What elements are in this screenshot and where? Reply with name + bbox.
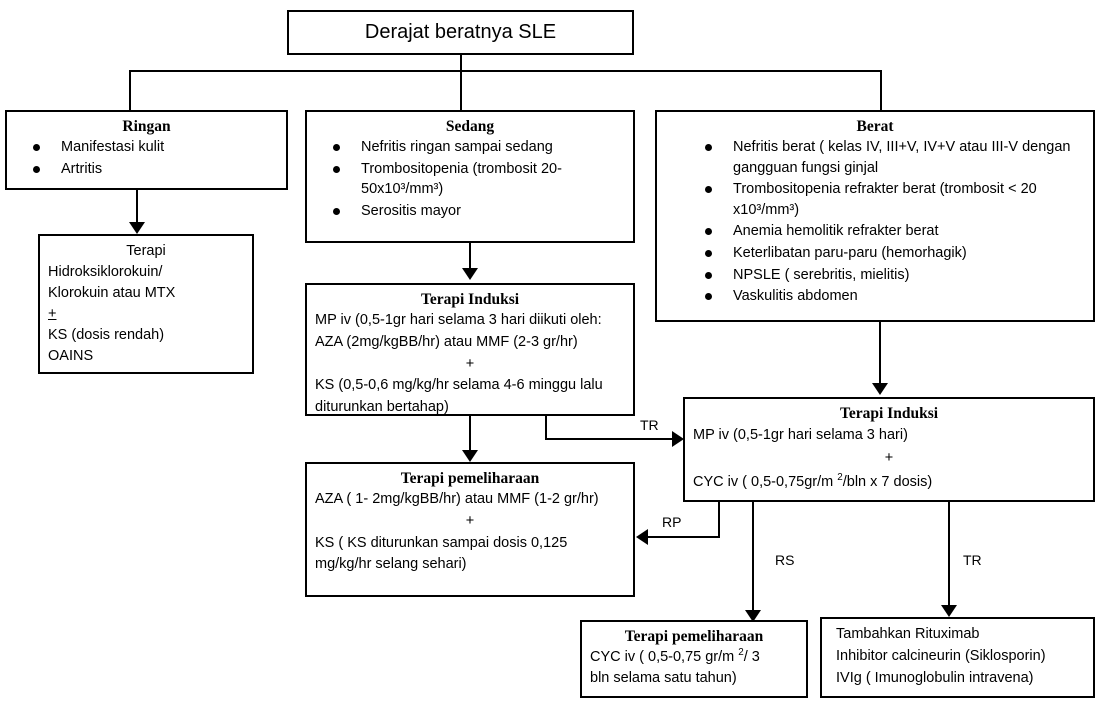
list-item: Trombositopenia refrakter berat (trombos… — [687, 179, 1085, 220]
severe-induction-line-2: CYC iv ( 0,5-0,75gr/m 2/bln x 7 dosis) — [693, 471, 1085, 494]
severe-maintenance-line-1-pre: CYC iv ( 0,5-0,75 gr/m — [590, 649, 739, 666]
severe-maintenance-line-1-sup: 2 — [738, 647, 744, 659]
severe-induction-line-2-sup: 2 — [837, 471, 843, 483]
node-mild-therapy: Terapi Hidroksiklorokuin/ Klorokuin atau… — [38, 234, 254, 374]
node-moderate-induction: Terapi Induksi MP iv (0,5-1gr hari selam… — [305, 283, 635, 416]
refractory-line-3: IVIg ( Imunoglobulin intravena) — [836, 669, 1034, 686]
connector-bus-to-moderate — [460, 70, 462, 110]
moderate-induction-line-1: MP iv (0,5-1gr hari selama 3 hari diikut… — [315, 312, 602, 329]
list-item: Anemia hemolitik refrakter berat — [687, 221, 1085, 242]
connector-rs-vert — [752, 502, 754, 614]
connector-moderate-to-induction — [469, 243, 471, 271]
connector-rp-vert — [718, 502, 720, 538]
moderate-maintenance-title: Terapi pemeliharaan — [400, 470, 540, 487]
arrowhead-mild-to-therapy — [129, 222, 145, 234]
mild-item-list: Manifestasi kulit Artritis — [15, 137, 278, 179]
connector-severe-to-induction — [879, 322, 881, 386]
connector-bus-to-severe — [880, 70, 882, 110]
node-severe-title: Berat — [856, 118, 894, 135]
moderate-item-list: Nefritis ringan sampai sedang Trombosito… — [315, 137, 625, 221]
connector-bus-to-mild — [129, 70, 131, 110]
list-item: Vaskulitis abdomen — [687, 286, 1085, 307]
connector-bus — [129, 70, 882, 72]
moderate-maintenance-plus: + — [465, 512, 475, 529]
moderate-induction-line-3: KS (0,5-0,6 mg/kg/hr selama 4-6 minggu l… — [315, 377, 603, 416]
severe-induction-title: Terapi Induksi — [839, 405, 939, 422]
node-moderate-title: Sedang — [445, 118, 495, 135]
arrowhead-tr-to-severe-induction — [672, 431, 684, 447]
list-item: Nefritis berat ( kelas IV, III+V, IV+V a… — [687, 137, 1085, 178]
node-root: Derajat beratnya SLE — [287, 10, 634, 55]
connector-tr2-vert — [948, 502, 950, 610]
node-refractory-options: Tambahkan Rituximab Inhibitor calcineuri… — [820, 617, 1095, 698]
edge-label-tr-to-refractory: TR — [963, 552, 982, 568]
connector-moderate-induction-to-maintenance — [469, 416, 471, 454]
moderate-induction-line-2: AZA (2mg/kgBB/hr) atau MMF (2-3 gr/hr) — [315, 333, 578, 350]
list-item: Keterlibatan paru-paru (hemorhagik) — [687, 243, 1085, 264]
arrowhead-tr-to-refractory — [941, 605, 957, 617]
edge-label-rs-to-severe-maintenance: RS — [775, 552, 795, 568]
severe-induction-line-1: MP iv (0,5-1gr hari selama 3 hari) — [693, 427, 908, 444]
arrowhead-moderate-induction-to-maintenance — [462, 450, 478, 462]
severe-maintenance-line-1-post: / 3 — [743, 649, 760, 666]
mild-therapy-line-4: KS (dosis rendah) — [48, 327, 165, 344]
moderate-maintenance-line-2: KS ( KS diturunkan sampai dosis 0,125 mg… — [315, 534, 568, 573]
connector-root-stem — [460, 55, 462, 72]
edge-label-tr-moderate-to-severe: TR — [640, 417, 659, 433]
severe-induction-line-2-post: /bln x 7 dosis) — [842, 473, 933, 490]
node-severity-mild: Ringan Manifestasi kulit Artritis — [5, 110, 288, 190]
connector-tr-vert — [545, 416, 547, 440]
mild-therapy-title: Terapi — [126, 243, 166, 259]
severe-maintenance-line-1: CYC iv ( 0,5-0,75 gr/m 2/ 3 — [590, 647, 798, 668]
refractory-line-2: Inhibitor calcineurin (Siklosporin) — [836, 647, 1046, 664]
node-severe-maintenance: Terapi pemeliharaan CYC iv ( 0,5-0,75 gr… — [580, 620, 808, 698]
mild-therapy-line-1: Hidroksiklorokuin/ — [48, 264, 163, 281]
mild-therapy-line-3: + — [48, 306, 57, 323]
arrowhead-severe-to-induction — [872, 383, 888, 395]
connector-tr-horz — [545, 438, 675, 440]
mild-therapy-line-2: Klorokuin atau MTX — [48, 285, 176, 302]
node-severity-severe: Berat Nefritis berat ( kelas IV, III+V, … — [655, 110, 1095, 322]
moderate-induction-plus: + — [465, 355, 475, 372]
arrowhead-moderate-to-induction — [462, 268, 478, 280]
mild-therapy-line-5: OAINS — [48, 348, 94, 365]
node-moderate-maintenance: Terapi pemeliharaan AZA ( 1- 2mg/kgBB/hr… — [305, 462, 635, 597]
node-mild-title: Ringan — [122, 118, 171, 135]
arrowhead-rp-to-moderate-maintenance — [636, 529, 648, 545]
severe-induction-plus: + — [884, 450, 894, 467]
list-item: Manifestasi kulit — [15, 137, 278, 158]
node-severity-moderate: Sedang Nefritis ringan sampai sedang Tro… — [305, 110, 635, 243]
moderate-maintenance-line-1: AZA ( 1- 2mg/kgBB/hr) atau MMF (1-2 gr/h… — [315, 491, 599, 508]
list-item: NPSLE ( serebritis, mielitis) — [687, 265, 1085, 286]
node-severe-induction: Terapi Induksi MP iv (0,5-1gr hari selam… — [683, 397, 1095, 502]
arrowhead-rs-to-severe-maintenance — [745, 610, 761, 622]
list-item: Trombositopenia (trombosit 20-50x10³/mm³… — [315, 159, 625, 200]
severe-maintenance-line-2: bln selama satu tahun) — [590, 670, 737, 687]
severe-item-list: Nefritis berat ( kelas IV, III+V, IV+V a… — [665, 137, 1085, 307]
refractory-line-1: Tambahkan Rituximab — [836, 626, 980, 642]
severe-induction-line-2-pre: CYC iv ( 0,5-0,75gr/m — [693, 473, 838, 490]
connector-rp-horz — [648, 536, 720, 538]
list-item: Artritis — [15, 159, 278, 180]
moderate-induction-title: Terapi Induksi — [420, 291, 520, 308]
edge-label-rp-severe-to-maintenance: RP — [662, 514, 682, 530]
root-title: Derajat beratnya SLE — [364, 21, 557, 44]
list-item: Nefritis ringan sampai sedang — [315, 137, 625, 158]
list-item: Serositis mayor — [315, 201, 625, 222]
connector-mild-to-therapy — [136, 190, 138, 228]
severe-maintenance-title: Terapi pemeliharaan — [624, 628, 764, 645]
